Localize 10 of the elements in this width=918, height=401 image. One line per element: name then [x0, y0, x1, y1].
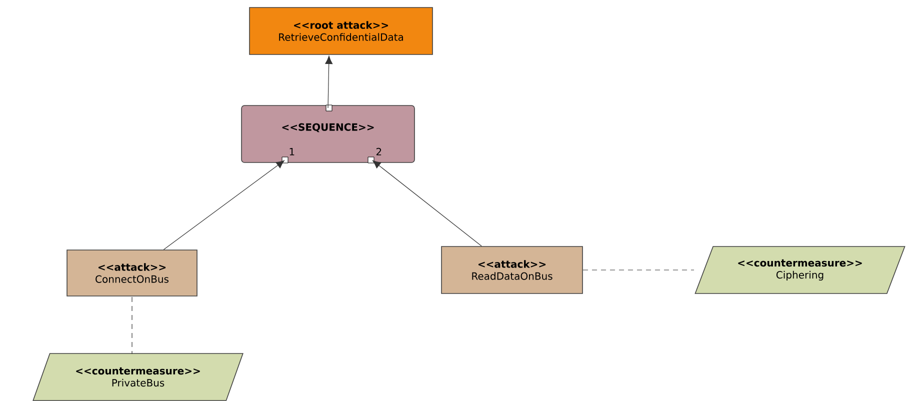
arrow — [325, 56, 333, 108]
arrow — [163, 160, 284, 250]
root-attack-box: <<root attack>> RetrieveConfidentialData — [249, 7, 433, 55]
port-number: 1 — [290, 148, 294, 156]
attack-box: <<attack>> ConnectOnBus — [66, 250, 198, 296]
attack-box: <<attack>> ReadDataOnBus — [441, 246, 583, 294]
countermeasure-box: <<countermeasure>> Ciphering — [694, 246, 906, 294]
countermeasure-box: <<countermeasure>> PrivateBus — [32, 353, 244, 401]
port-number: 2 — [376, 148, 382, 156]
arrow — [372, 160, 482, 246]
